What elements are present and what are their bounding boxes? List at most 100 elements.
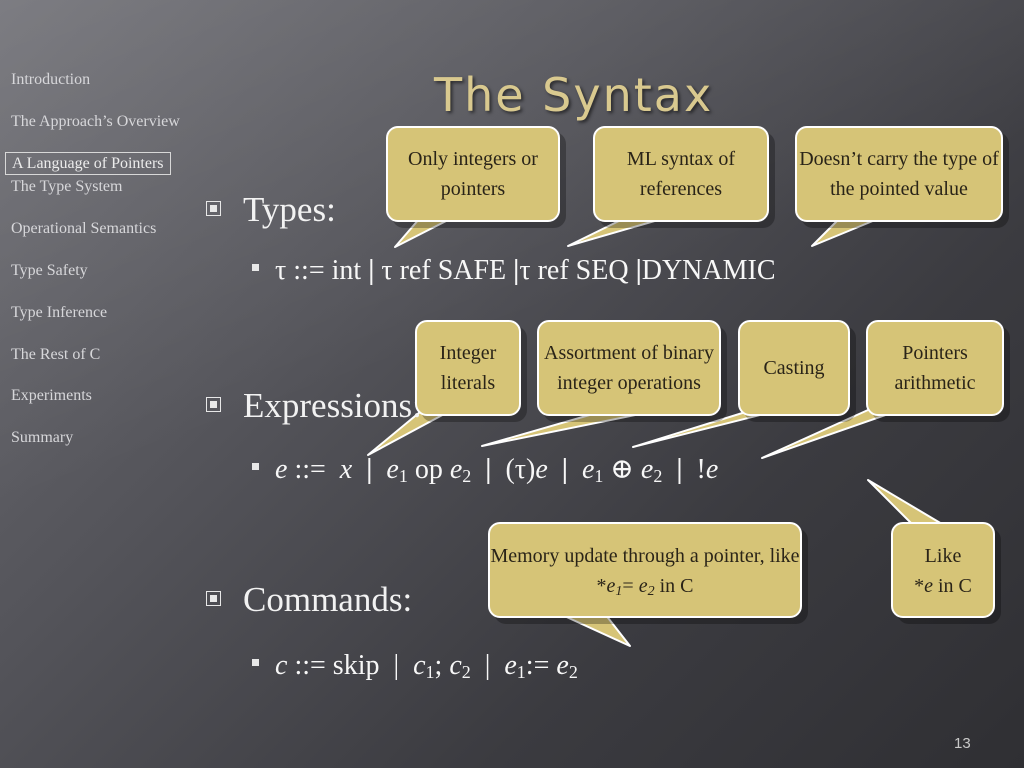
bullet-commands: Commands:	[206, 580, 412, 620]
cmd-skip: skip	[332, 650, 380, 681]
memory-update-sub1: 1	[615, 584, 623, 599]
type-sep: |	[635, 255, 642, 286]
cmd-sep: |	[393, 650, 400, 681]
memory-update-tail: in C	[654, 575, 694, 597]
like-tail: in C	[932, 575, 972, 597]
type-sep: |	[368, 255, 375, 286]
types-heading: Types:	[243, 190, 336, 229]
expr-sub2: 2	[462, 466, 472, 486]
tau-symbol: τ	[275, 255, 287, 286]
bullet-box-icon	[206, 591, 221, 607]
expr-cast: (τ)	[505, 454, 536, 485]
expr-sep: |	[676, 454, 683, 485]
tail-like	[867, 479, 943, 525]
cmd-c2: c	[449, 650, 462, 681]
expressions-definition: e ::= x | e1 op e2 | (τ)e | e1 ⊕ e2 | !e	[252, 452, 718, 487]
expr-sub1: 1	[398, 466, 408, 486]
commands-heading: Commands:	[243, 580, 413, 619]
expr-sep: |	[485, 454, 492, 485]
nav-item-introduction[interactable]: Introduction	[11, 71, 91, 88]
tail-only-integers	[394, 217, 453, 248]
nav-item-language-of-pointers[interactable]: A Language of Pointers	[5, 151, 171, 176]
memory-update-e1: e	[606, 575, 616, 597]
cmd-assign: :=	[525, 650, 550, 681]
bullet-expressions: Expressions:	[206, 386, 422, 426]
expr-def-op: ::=	[294, 454, 326, 485]
like-text: Like	[924, 545, 962, 567]
commands-definition: c ::= skip | c1; c2 | ce1:= e2	[252, 650, 578, 683]
memory-update-eq: =	[622, 575, 639, 597]
square-bullet-icon	[252, 463, 259, 471]
callout-assortment: Assortment of binary integer operations	[537, 320, 721, 416]
slide-title: The Syntax	[434, 68, 714, 122]
cmd-e1-sub: 1	[516, 662, 526, 682]
type-int: int	[331, 255, 362, 286]
expr-arith-sub1: 1	[594, 466, 604, 486]
callout-memory-update: Memory update through a pointer, like *e…	[488, 522, 802, 618]
callout-doesnt-carry: Doesn’t carry the type of the pointed va…	[795, 126, 1003, 222]
cmd-e2-sub: 2	[568, 662, 578, 682]
like-star: *	[914, 575, 925, 597]
square-bullet-icon	[252, 659, 259, 667]
cmd-c1: c	[413, 650, 426, 681]
expr-arith-e2: e	[640, 454, 654, 485]
bullet-box-icon	[206, 397, 221, 413]
expr-oplus: ⊕	[610, 454, 634, 485]
type-ref-safe: τ ref SAFE	[381, 255, 507, 286]
nav-item-rest-of-c[interactable]: The Rest of C	[11, 345, 101, 363]
memory-update-e2: e	[638, 575, 648, 597]
callout-ml-syntax: ML syntax of references	[593, 126, 769, 222]
callout-integer-literals: Integer literals	[415, 320, 521, 416]
cmd-c: c	[275, 650, 288, 681]
memory-update-sub2: 2	[647, 584, 655, 599]
memory-update-text: Memory update through a pointer, like *	[490, 545, 800, 597]
callout-pointers-arithmetic: Pointers arithmetic	[866, 320, 1004, 416]
bullet-box-icon	[206, 201, 221, 217]
tail-ml-syntax	[567, 217, 666, 247]
bullet-types: Types:	[206, 190, 336, 230]
nav-item-type-system[interactable]: The Type System	[11, 178, 123, 196]
callout-only-integers: Only integers or pointers	[386, 126, 560, 222]
tail-pointers-arith	[761, 409, 901, 459]
cmd-sep: |	[484, 650, 491, 681]
outline-nav: Introduction The Approach’s Overview A L…	[5, 68, 215, 450]
expr-arith-sub2: 2	[653, 466, 663, 486]
types-definition: τ ::= int | τ ref SAFE |τ ref SEQ |DYNAM…	[252, 255, 776, 287]
nav-item-operational-semantics[interactable]: Operational Semantics	[11, 220, 157, 238]
types-def-op: ::=	[293, 255, 325, 286]
expr-e2: e	[449, 454, 463, 485]
expr-cast-e: e	[535, 454, 548, 485]
type-sep: |	[513, 255, 520, 286]
expr-sep: |	[561, 454, 568, 485]
expr-e1: e	[386, 454, 399, 485]
expr-sep: |	[366, 454, 373, 485]
nav-item-type-inference[interactable]: Type Inference	[11, 303, 108, 321]
tail-memory-update	[559, 613, 631, 647]
expressions-heading: Expressions:	[243, 386, 422, 425]
type-ref-seq: τ ref SEQ	[519, 255, 629, 286]
nav-item-approach-overview[interactable]: The Approach’s Overview	[11, 112, 180, 130]
expr-e: e	[275, 454, 288, 485]
type-dynamic: DYNAMIC	[641, 255, 776, 286]
expr-bang: !	[696, 454, 706, 485]
cmd-def-op: ::=	[294, 650, 326, 681]
like-e: e	[924, 575, 933, 597]
expr-x: x	[339, 454, 353, 485]
page-number: 13	[954, 735, 971, 752]
cmd-e1: e	[504, 650, 517, 681]
tail-doesnt-carry	[811, 217, 881, 247]
expr-deref-e: e	[705, 454, 719, 485]
tail-assortment	[481, 411, 651, 447]
nav-item-summary[interactable]: Summary	[11, 429, 74, 447]
callout-casting: Casting	[738, 320, 850, 416]
expr-op: op	[414, 454, 443, 485]
cmd-e2: e	[556, 650, 569, 681]
cmd-sub1: 1	[425, 662, 435, 682]
square-bullet-icon	[252, 264, 259, 272]
nav-item-type-safety[interactable]: Type Safety	[11, 261, 88, 279]
cmd-sub2: 2	[461, 662, 471, 682]
nav-item-experiments[interactable]: Experiments	[11, 387, 92, 405]
callout-like-deref: Like *e in C	[891, 522, 995, 618]
cmd-semi: ;	[434, 650, 443, 681]
